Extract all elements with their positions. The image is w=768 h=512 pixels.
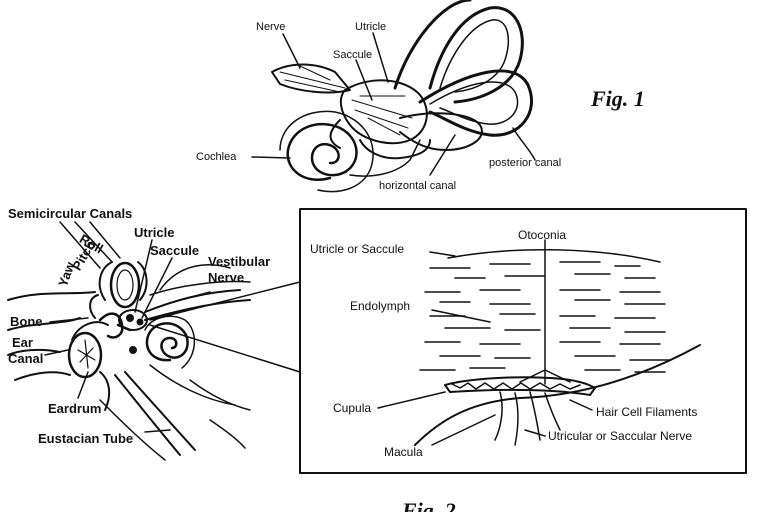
- fig2-eardrum: [67, 331, 103, 379]
- fig2-canal-roll: [109, 261, 141, 309]
- fig2-caption: Fig. 2: [402, 498, 456, 512]
- fig1-caption: Fig. 1: [591, 86, 645, 111]
- fig1-cochlea-outline: [279, 110, 374, 193]
- inset-nerve-label: Utricular or Saccular Nerve: [548, 429, 693, 443]
- fig2-vestibular-leader: [179, 291, 211, 301]
- inset-macula-curve: [414, 344, 701, 446]
- fig1-nerve-bundle: [271, 63, 351, 94]
- fig2-saccule-dot: [136, 318, 144, 326]
- fig1-saccule-leader: [355, 59, 373, 101]
- fig2-zoom-line-bottom: [149, 324, 301, 373]
- fig2-eardrum-detail: [77, 339, 96, 369]
- fig2-semicircular-canals-label: Semicircular Canals: [8, 206, 133, 221]
- fig2-utricle-label: Utricle: [134, 225, 175, 240]
- fig1-posterior-canal-inner: [429, 81, 519, 125]
- fig2-eustachian-tube: [114, 371, 196, 456]
- fig2-vestibular-label: Vestibular: [208, 254, 271, 269]
- inset-endolymph-label: Endolymph: [350, 299, 411, 313]
- fig2-round-window: [129, 346, 137, 354]
- fig2-canal-label: Canal: [8, 351, 44, 366]
- fig2-bone-label: Bone: [10, 314, 43, 329]
- fig1-cochlea-leader: [251, 156, 291, 159]
- fig1-nerve-leader: [282, 33, 301, 69]
- fig1-nerve-label: Nerve: [256, 21, 286, 33]
- fig1-posterior-leader: [512, 127, 536, 161]
- fig2-utricle-leader: [134, 239, 153, 313]
- inset-cupula-leader: [377, 391, 446, 409]
- fig2-zoom-line-top: [149, 281, 301, 321]
- fig1-inner-ear-drawing: [251, 0, 536, 193]
- fig1-nerve-fibers: [279, 65, 346, 93]
- fig1-cochlear-duct: [329, 119, 431, 160]
- fig1-posterior-canal-label: posterior canal: [489, 157, 562, 169]
- inset-cupula: [444, 376, 596, 396]
- fig1-horizontal-canal: [399, 112, 483, 151]
- fig2-ear-drawing: [7, 221, 301, 461]
- fig2-eustachian-leader: [144, 429, 171, 433]
- fig2-lower-structures: [99, 364, 251, 461]
- fig2-bone-leader: [49, 317, 89, 323]
- fig1-superior-canal: [393, 0, 524, 104]
- fig2-nerve-label: Nerve: [208, 270, 245, 285]
- inset-cupula-label: Cupula: [333, 401, 372, 415]
- fig1-utricle-label: Utricle: [355, 21, 387, 33]
- inset-macula-leader: [431, 414, 496, 446]
- inset-hair-cell-filaments-label: Hair Cell Filaments: [596, 405, 698, 419]
- fig1-utricle-leader: [372, 32, 389, 83]
- fig1-superior-canal-inner: [439, 19, 509, 93]
- fig2-canal-leader: [44, 349, 69, 356]
- fig2-cochlea-outline: [144, 315, 196, 369]
- fig2-canal-roll-inner: [116, 269, 134, 301]
- inset-otoconia-stalk: [519, 239, 571, 385]
- fig1-horizontal-canal-label: horizontal canal: [379, 180, 457, 192]
- inset-hair-cells: [494, 391, 561, 446]
- inset-hair-cell-leader: [569, 399, 593, 411]
- fig2-ossicles: [98, 312, 132, 339]
- inset-endolymph-leader: [431, 309, 491, 323]
- fig2-ear-label: Ear: [12, 335, 33, 350]
- fig2-eustachian-tube-label: Eustacian Tube: [38, 431, 134, 446]
- fig2-canal-yaw: [89, 294, 99, 319]
- fig2-eardrum-leader: [77, 371, 89, 399]
- inset-macula-label: Macula: [384, 445, 423, 459]
- fig2-saccule-leader: [141, 257, 173, 319]
- inset-nerve-leader: [524, 429, 546, 437]
- fig1-horizontal-leader: [429, 134, 456, 176]
- fig2-outer-ear: [7, 348, 71, 381]
- inset-utricle-saccule-label: Utricle or Saccule: [310, 242, 405, 256]
- fig2-saccule-label: Saccule: [150, 243, 200, 258]
- fig1-posterior-canal: [418, 69, 534, 137]
- fig1-cochlea: [286, 122, 358, 181]
- inset-dome: [447, 248, 661, 263]
- fig2-vestibular-nerve: [144, 289, 251, 321]
- inset-otoconia-crystals: [451, 382, 581, 390]
- fig1-cochlea-base: [349, 139, 421, 177]
- fig1-vestibule-shading: [351, 95, 413, 136]
- fig2-inset: [299, 208, 747, 474]
- fig2-canal-pitch: [98, 261, 148, 301]
- inset-endolymph-dashes: [419, 261, 671, 373]
- fig2-cochlea: [145, 322, 189, 362]
- fig1-vestibule: [339, 79, 428, 145]
- inset-frame: [299, 208, 747, 474]
- fig2-upper-bone: [149, 264, 251, 296]
- fig2-canals-leader: [59, 221, 121, 269]
- inset-utricle-leader: [429, 251, 456, 257]
- fig2-utricle-dot: [126, 314, 134, 322]
- fig2-eardrum-label: Eardrum: [48, 401, 102, 416]
- inset-otoconia-label: Otoconia: [518, 228, 567, 242]
- fig1-cochlea-label: Cochlea: [196, 151, 237, 163]
- fig1-saccule-label: Saccule: [333, 49, 373, 61]
